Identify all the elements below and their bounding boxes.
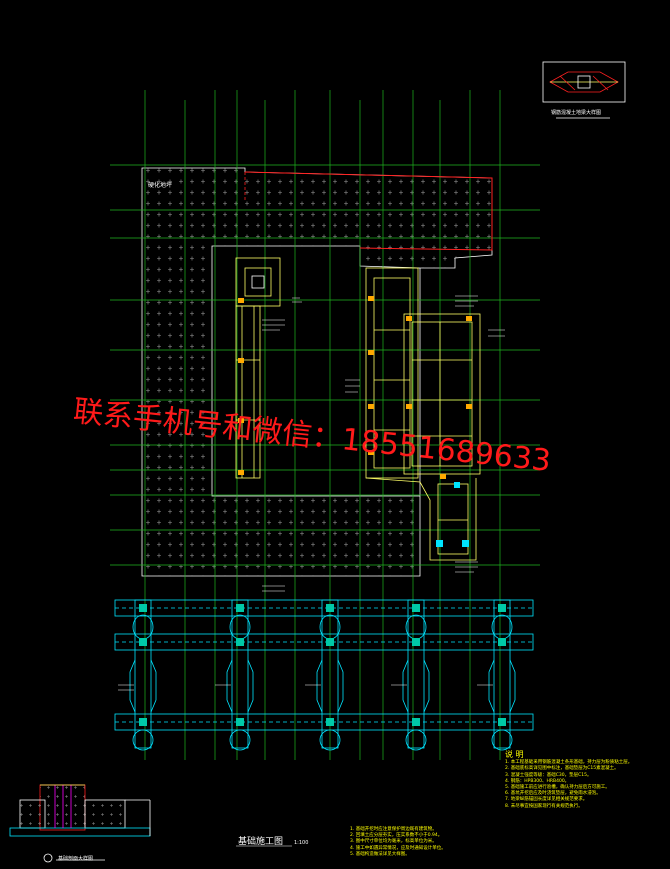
design-notes: 说 明 1. 本工程基础采用钢筋混凝土条形基础，持力层为粉质粘土层。 2. 基础… <box>505 750 655 810</box>
left-foundation-strip <box>235 257 281 479</box>
note-line: 3. 混凝土强度等级：基础C30，垫层C15。 <box>505 772 592 778</box>
design-notes-lower: 1. 基础开挖时应注意保护周边既有建筑物。 2. 回填土应分层夯实，压实系数不小… <box>350 827 500 858</box>
left-strip-columns <box>238 298 244 475</box>
paved-area-label: 硬化地坪 <box>148 182 173 189</box>
note-line: 1. 本工程基础采用钢筋混凝土条形基础，持力层为粉质粘土层。 <box>505 760 633 766</box>
note-line: 4. 施工中如遇异常情况，应及时通知设计单位。 <box>350 845 446 851</box>
top-detail-drawing <box>542 61 626 119</box>
right-foundation-frame <box>365 267 481 561</box>
note-line: 5. 基础施工前应进行验槽，确认持力层后方可施工。 <box>505 785 610 791</box>
dimension-marks <box>262 295 505 592</box>
note-line: 8. 未尽事宜按国家现行有关规范执行。 <box>505 803 583 809</box>
plan-title: 基础施工图 <box>238 837 284 847</box>
bottom-section-detail <box>9 784 151 863</box>
note-line: 2. 回填土应分层夯实，压实系数不小于0.94。 <box>350 833 443 839</box>
red-boundary <box>244 171 493 251</box>
note-line: 1. 基础开挖时应注意保护周边既有建筑物。 <box>350 827 437 832</box>
note-line: 5. 基础构造做法详见大样图。 <box>350 851 410 857</box>
lower-beam-white-dims <box>118 684 493 691</box>
note-line: 7. 地梁纵筋锚固长度详见相关规范要求。 <box>505 797 588 803</box>
note-line: 6. 基坑开挖后应及时浇筑垫层，避免雨水浸泡。 <box>505 791 601 797</box>
bottom-detail-title: 基础剖面大样图 <box>58 856 94 862</box>
paved-area-hatch <box>141 167 493 577</box>
lower-beam-plan <box>114 599 534 751</box>
note-line: 4. 钢筋：HPB300、HRB400。 <box>505 778 570 784</box>
note-line: 3. 图中尺寸单位均为毫米，标高单位为米。 <box>350 839 437 845</box>
lower-beam-columns <box>139 604 506 726</box>
plan-scale: 1:100 <box>294 840 309 846</box>
notes-title: 说 明 <box>505 750 524 759</box>
top-detail-title: 钢筋混凝土地梁大样图 <box>551 110 602 116</box>
right-frame-cyan-marks <box>436 482 469 547</box>
note-line: 2. 基础底标高详见图中标注，基础垫层为C15素混凝土。 <box>505 766 619 772</box>
right-frame-columns <box>368 296 472 479</box>
